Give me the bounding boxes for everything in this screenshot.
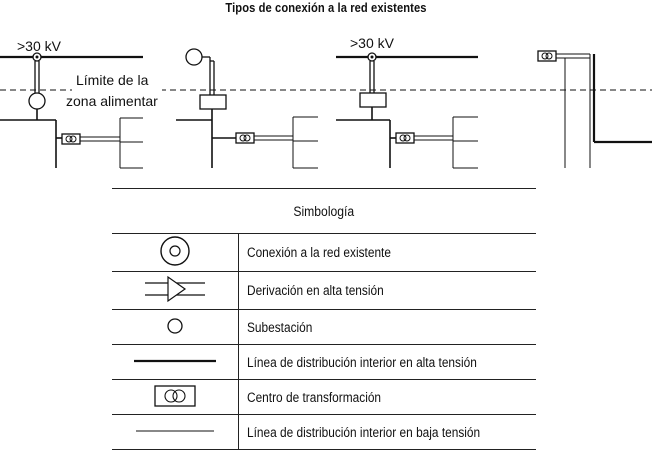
hv-branch-icon [359, 92, 387, 108]
transformer-icon [154, 384, 196, 407]
variant-4 [537, 50, 652, 168]
legend-table: Simbología Conexión a la red existente D… [112, 188, 536, 450]
transformer-icon [395, 132, 415, 144]
legend-label: Línea de distribución interior en alta t… [247, 354, 477, 370]
connection-types-diagram: >30 kV Límite de la zona alimentar [0, 35, 652, 169]
variant-2 [176, 48, 318, 169]
legend-row: Centro de transformación [112, 379, 536, 415]
legend-label: Centro de transformación [247, 389, 382, 405]
legend-row: Derivación en alta tensión [112, 271, 536, 310]
hv-branch-icon [145, 275, 205, 303]
boundary-label-line1: Límite de la [76, 72, 149, 88]
legend-label: Línea de distribución interior en baja t… [247, 424, 481, 440]
legend-row: Línea de distribución interior en alta t… [112, 344, 536, 380]
lv-line-icon [136, 430, 214, 431]
hv-branch-icon [199, 94, 227, 110]
diagram-title: Tipos de conexión a la red existentes [225, 0, 427, 15]
voltage-label-1: >30 kV [17, 38, 62, 54]
connection-icon [160, 236, 190, 266]
transformer-icon [537, 50, 557, 62]
variant-3 [336, 52, 478, 169]
legend-row: Conexión a la red existente [112, 233, 536, 272]
voltage-label-3: >30 kV [350, 35, 395, 51]
transformer-icon [61, 133, 81, 145]
legend-row: Subestación [112, 309, 536, 345]
transformer-icon [235, 132, 255, 144]
hv-line-icon [134, 359, 216, 362]
substation-icon [185, 48, 203, 66]
substation-icon [167, 317, 183, 334]
boundary-label-line2: zona alimentar [66, 93, 158, 109]
legend-label: Conexión a la red existente [247, 245, 391, 260]
legend-label: Derivación en alta tensión [247, 283, 384, 298]
legend-row: Línea de distribución interior en baja t… [112, 414, 536, 450]
substation-icon [28, 92, 46, 110]
legend-heading: Simbología [112, 188, 536, 234]
legend-label: Subestación [247, 319, 313, 335]
variant-1 [0, 52, 143, 169]
